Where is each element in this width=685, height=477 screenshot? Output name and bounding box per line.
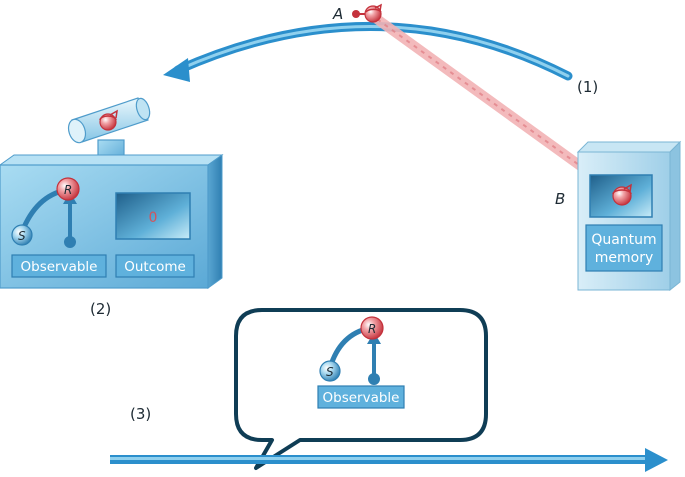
outcome-screen [115, 192, 191, 240]
bubble-observable-label: Observable [323, 390, 400, 406]
particle-a [352, 3, 382, 23]
label-step3: (3) [130, 405, 151, 423]
speech-bubble: S R Observable [234, 308, 488, 470]
outcome-panel [115, 254, 195, 278]
label-b: B [555, 190, 565, 208]
outcome-label: Outcome [124, 259, 186, 275]
memory-label-line2: memory [595, 250, 654, 266]
observable-label: Observable [21, 259, 98, 275]
knob-r-label: R [64, 183, 72, 197]
knob-s-label: S [18, 229, 26, 243]
measurement-device: S R 0 Observable Outcome [0, 97, 224, 289]
return-arc-arrow [163, 21, 573, 82]
spin-icon [612, 183, 632, 206]
memory-label-panel [585, 224, 663, 272]
dial-icon [319, 316, 384, 385]
timeline-arrow [110, 448, 668, 472]
quantum-memory-box: Quantum memory [576, 140, 682, 292]
arrow-head-right [645, 448, 668, 472]
outcome-value: 0 [149, 210, 158, 226]
dial-icon [11, 177, 80, 248]
bubble-knob-s-label: S [326, 365, 334, 379]
memory-label-line1: Quantum [591, 232, 656, 248]
label-step1: (1) [577, 78, 598, 96]
detector-tube [67, 97, 151, 144]
spin-icon [99, 109, 118, 131]
observable-panel [11, 254, 107, 278]
spin-icon [364, 3, 382, 23]
label-a: A [332, 5, 343, 23]
bubble-observable-panel [317, 385, 405, 409]
arrow-head-left [163, 58, 190, 82]
bubble-knob-r-label: R [368, 322, 376, 336]
label-step2: (2) [90, 300, 111, 318]
